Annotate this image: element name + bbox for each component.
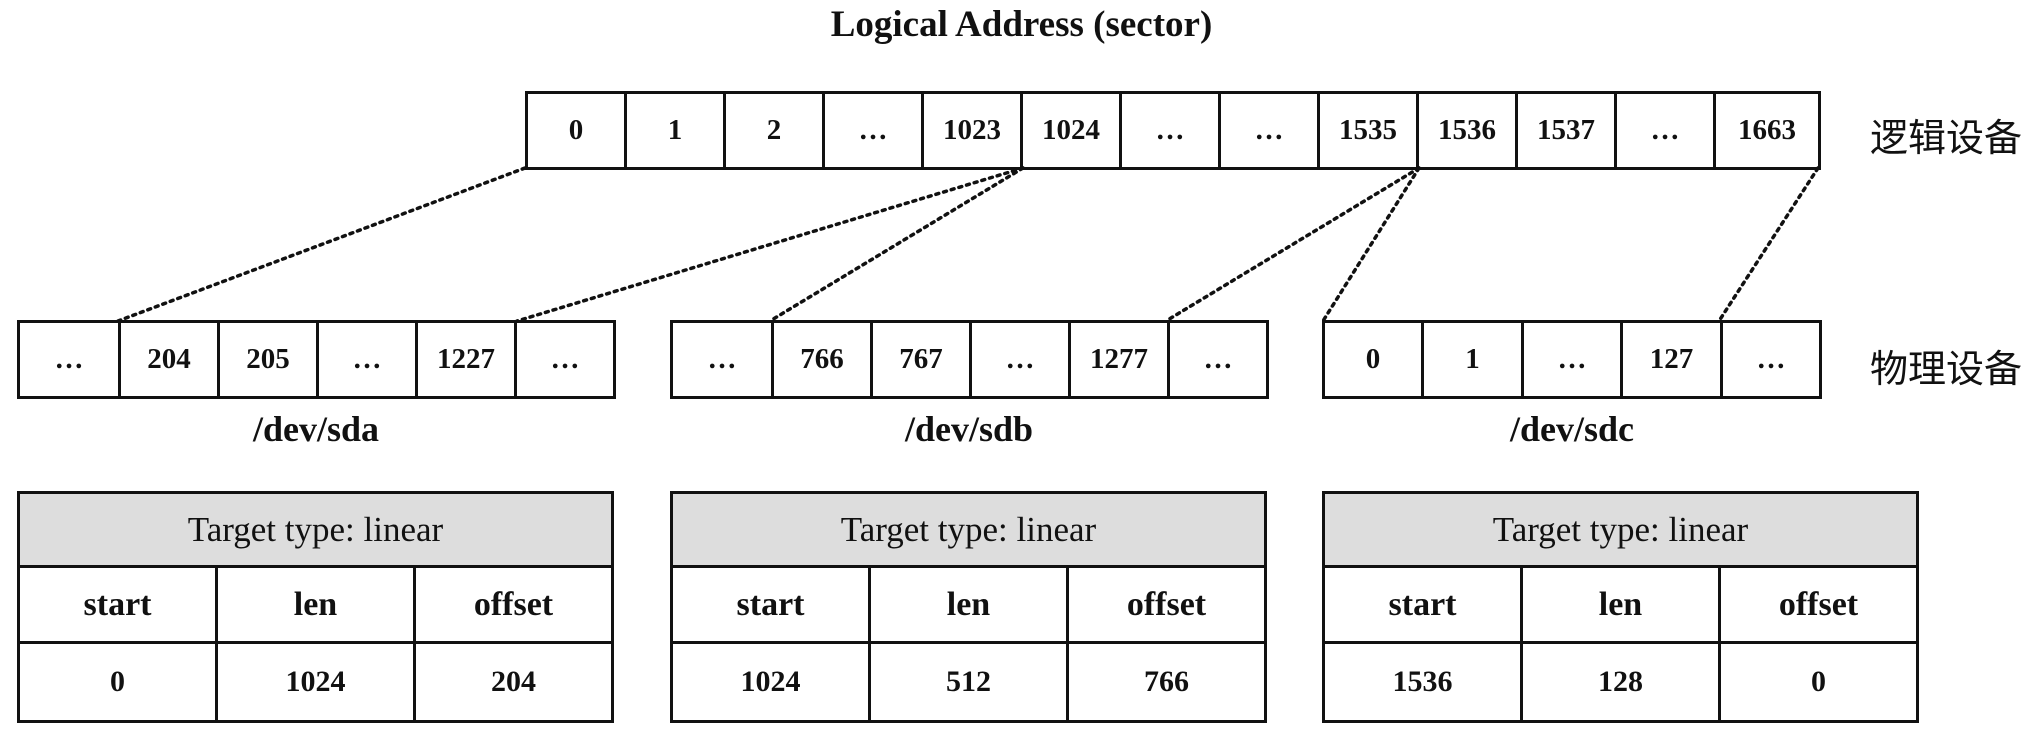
target-type-header: Target type: linear	[20, 494, 611, 568]
physical-cell: 205	[220, 323, 319, 396]
column-header-offset: offset	[473, 585, 554, 623]
logical-cell: 1536	[1419, 94, 1518, 167]
physical-cell: …	[319, 323, 418, 396]
logical-cell: 0	[528, 94, 627, 167]
mapping-line-sdc-end	[1717, 166, 1820, 323]
physical-cell: …	[1756, 343, 1786, 375]
physical-cell: …	[1203, 343, 1233, 375]
logical-cell: 1024	[1023, 94, 1122, 167]
physical-cell: 0	[1325, 323, 1424, 396]
table-header-row: start len offset	[1325, 568, 1916, 644]
start-value: 0	[20, 644, 218, 720]
physical-device-row-sdb: … 766 767 … 1277 …	[670, 320, 1269, 399]
logical-cell: 1023	[924, 94, 1023, 167]
len-value: 128	[1523, 644, 1721, 720]
physical-cell: 127	[1623, 323, 1723, 396]
device-name-sdc: /dev/sdc	[1509, 409, 1634, 449]
target-table-sdb: Target type: linear start len offset 102…	[670, 491, 1267, 723]
physical-device-label: 物理设备	[1870, 347, 2023, 391]
logical-cell: …	[1617, 94, 1716, 167]
logical-device-row: 0 1 2 … 1023 1024 … … 1535 1536 1537 … 1…	[525, 91, 1821, 170]
target-table-sda: Target type: linear start len offset 0 1…	[17, 491, 614, 723]
column-header-start: start	[20, 568, 218, 641]
logical-cell: 2	[726, 94, 825, 167]
logical-cell: …	[825, 94, 924, 167]
column-header-len: len	[1523, 568, 1721, 641]
start-value: 1024	[673, 644, 871, 720]
logical-cell: 1535	[1320, 94, 1419, 167]
mapping-line-sda-start	[116, 166, 527, 323]
len-value: 512	[871, 644, 1069, 720]
start-value: 1536	[1325, 644, 1523, 720]
physical-cell: …	[1524, 323, 1623, 396]
column-header-len: len	[218, 568, 416, 641]
table-value-row: 1536 128 0	[1325, 644, 1916, 720]
offset-value: 204	[491, 665, 536, 698]
physical-cell: …	[20, 323, 121, 396]
logical-cell: …	[1221, 94, 1320, 167]
physical-cell: 1	[1424, 323, 1524, 396]
physical-cell: 204	[121, 323, 220, 396]
column-header-offset: offset	[1778, 585, 1859, 623]
logical-cell: 1537	[1518, 94, 1617, 167]
logical-cell: …	[1122, 94, 1221, 167]
logical-device-label: 逻辑设备	[1870, 116, 2023, 160]
table-header-row: start len offset	[673, 568, 1264, 644]
column-header-offset: offset	[1126, 585, 1207, 623]
physical-cell: 1277	[1071, 323, 1170, 396]
diagram-title: Logical Address (sector)	[830, 4, 1213, 45]
table-value-row: 1024 512 766	[673, 644, 1264, 720]
physical-cell: 1227	[418, 323, 517, 396]
physical-cell: …	[550, 343, 580, 375]
column-header-start: start	[673, 568, 871, 641]
column-header-start: start	[1325, 568, 1523, 641]
physical-cell: …	[972, 323, 1071, 396]
mapping-line-sdc-start	[1321, 166, 1421, 323]
target-type-header: Target type: linear	[1325, 494, 1916, 568]
target-type-header: Target type: linear	[673, 494, 1264, 568]
column-header-len: len	[871, 568, 1069, 641]
physical-device-row-sdc: 0 1 … 127 …	[1322, 320, 1822, 399]
mapping-line-sdb-end	[1164, 166, 1421, 323]
mapping-line-sda-end	[515, 166, 1025, 323]
device-name-sdb: /dev/sdb	[904, 409, 1034, 449]
physical-device-row-sda: … 204 205 … 1227 …	[17, 320, 616, 399]
len-value: 1024	[218, 644, 416, 720]
physical-cell: 766	[774, 323, 873, 396]
logical-cell: 1663	[1738, 114, 1796, 146]
logical-cell: 1	[627, 94, 726, 167]
physical-cell: 767	[873, 323, 972, 396]
offset-value: 766	[1144, 665, 1189, 698]
offset-value: 0	[1811, 665, 1826, 698]
target-table-sdc: Target type: linear start len offset 153…	[1322, 491, 1919, 723]
physical-cell: …	[673, 323, 774, 396]
table-value-row: 0 1024 204	[20, 644, 611, 720]
device-name-sda: /dev/sda	[252, 409, 380, 449]
table-header-row: start len offset	[20, 568, 611, 644]
mapping-line-sdb-start	[768, 166, 1025, 323]
